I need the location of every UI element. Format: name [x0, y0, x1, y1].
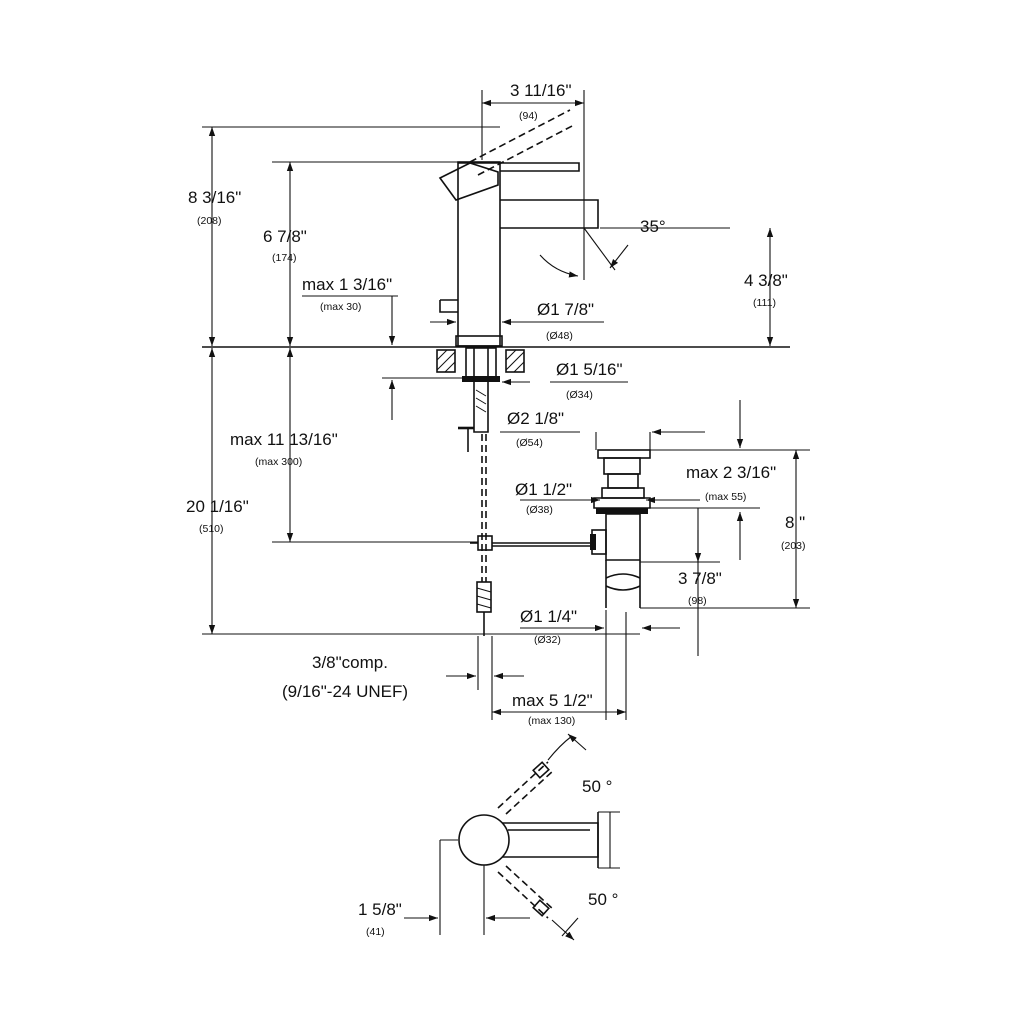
label-3-11-16: 3 11/16": [510, 81, 572, 100]
faucet-top-circle: [458, 814, 510, 866]
pop-up-linkage: [470, 535, 590, 551]
label-max-1-3-16: max 1 3/16": [302, 275, 392, 294]
label-50-degrees-top: 50 °: [582, 777, 612, 796]
label-35-degrees: 35°: [640, 217, 666, 236]
faucet-top-spout: [502, 822, 599, 858]
label-20-1-16: 20 1/16": [186, 497, 249, 516]
label-dia-1-1-4: Ø1 1/4": [520, 607, 577, 626]
label-50-degrees-bottom: 50 °: [588, 890, 618, 909]
label-98: (98): [688, 595, 707, 607]
faucet-body: [457, 161, 501, 347]
pop-up-rod: [439, 299, 458, 313]
faucet-lever-lifted: [438, 162, 499, 201]
label-8-3-16: 8 3/16": [188, 188, 241, 207]
label-max-300: (max 300): [255, 456, 302, 468]
label-1-5-8: 1 5/8": [358, 900, 402, 919]
label-6-7-8: 6 7/8": [263, 227, 307, 246]
label-dia-1-1-2: Ø1 1/2": [515, 480, 572, 499]
label-174: (174): [272, 252, 297, 264]
label-max-30: (max 30): [320, 301, 361, 313]
label-94: (94): [519, 110, 538, 122]
label-dia-38: (Ø38): [526, 504, 553, 516]
label-4-3-8: 4 3/8": [744, 271, 788, 290]
faucet-lever-top: [458, 162, 580, 172]
label-3-8-comp: 3/8"comp.: [312, 653, 388, 672]
dimension-lines: [202, 90, 810, 720]
label-dia-54: (Ø54): [516, 437, 543, 449]
label-unef: (9/16"-24 UNEF): [282, 682, 408, 701]
label-max-130: (max 130): [528, 715, 575, 727]
label-max-11-13-16: max 11 13/16": [230, 430, 338, 449]
dimension-labels: 3 11/16" (94) 8 3/16" (208) 6 7/8" (174)…: [186, 81, 806, 938]
label-dia-2-1-8: Ø2 1/8": [507, 409, 564, 428]
label-max-2-3-16: max 2 3/16": [686, 463, 776, 482]
label-3-7-8: 3 7/8": [678, 569, 722, 588]
drain-assembly: [590, 449, 651, 608]
label-dia-1-7-8: Ø1 7/8": [537, 300, 594, 319]
label-max-5-1-2: max 5 1/2": [512, 691, 593, 710]
label-208: (208): [197, 215, 222, 227]
faucet-spout: [500, 199, 599, 229]
label-max-55: (max 55): [705, 491, 746, 503]
label-8-inch: 8 ": [785, 513, 805, 532]
supply-hose: [458, 420, 492, 636]
faucet-top-view: [404, 733, 620, 941]
label-41: (41): [366, 926, 385, 938]
countertop-section: [436, 347, 525, 420]
label-dia-34: (Ø34): [566, 389, 593, 401]
label-dia-48: (Ø48): [546, 330, 573, 342]
label-dia-1-5-16: Ø1 5/16": [556, 360, 623, 379]
label-510: (510): [199, 523, 224, 535]
faucet-side-view: [438, 109, 599, 347]
label-111: (111): [753, 297, 776, 309]
label-dia-32: (Ø32): [534, 634, 561, 646]
label-203: (203): [781, 540, 806, 552]
